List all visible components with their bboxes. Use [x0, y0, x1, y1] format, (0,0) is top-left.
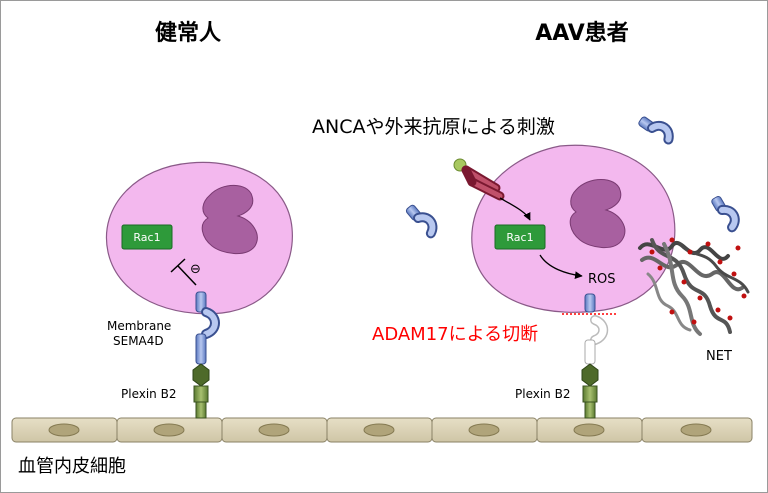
endothelial-cell — [11, 417, 118, 443]
endothelium-layer — [11, 417, 753, 443]
rac1-label-left: Rac1 — [133, 231, 160, 244]
endothelial-cell — [431, 417, 538, 443]
nucleus — [201, 184, 258, 254]
endothelial-cell — [536, 417, 643, 443]
stimulus-label: ANCAや外来抗原による刺激 — [312, 116, 555, 138]
sema4d-cleaved-right — [562, 293, 618, 365]
title-healthy: 健常人 — [155, 20, 221, 46]
inhibition-symbol: ⊖ — [170, 258, 201, 286]
sema4d-label: SEMA4D — [113, 334, 164, 348]
ros-label: ROS — [588, 272, 616, 287]
arrow-rac1-to-ros — [539, 254, 583, 279]
membrane-label: Membrane — [107, 319, 171, 333]
endothelium-label: 血管内皮細胞 — [18, 456, 126, 477]
inhibit-minus: ⊖ — [190, 262, 201, 277]
plexin-label-right: Plexin B2 — [515, 387, 570, 401]
soluble-sema4d-fragment — [405, 204, 438, 239]
anca-receptor — [453, 158, 505, 201]
title-aav-patient: AAV患者 — [535, 20, 629, 46]
endothelial-cell — [641, 417, 753, 443]
net-granules — [649, 237, 747, 325]
endothelial-cell — [221, 417, 328, 443]
arrow-receptor-to-rac1 — [499, 197, 531, 221]
net-label: NET — [706, 349, 732, 364]
sema4d-membrane-left — [195, 291, 220, 365]
neutrophil-healthy — [105, 161, 293, 315]
nucleus — [569, 179, 626, 248]
neutrophil-aav — [471, 144, 676, 313]
endothelial-cell — [326, 417, 433, 443]
rac1-box-left: Rac1 — [121, 224, 173, 250]
endothelial-cell — [116, 417, 223, 443]
plexin-b2-right — [581, 363, 599, 419]
adam17-label: ADAM17による切断 — [372, 324, 538, 345]
rac1-label-right: Rac1 — [506, 231, 533, 244]
rac1-box-right: Rac1 — [494, 224, 546, 250]
soluble-sema4d-fragment — [711, 195, 740, 233]
plexin-b2-left — [192, 363, 210, 419]
plexin-label-left: Plexin B2 — [121, 387, 176, 401]
soluble-sema4d-fragment — [638, 116, 674, 145]
